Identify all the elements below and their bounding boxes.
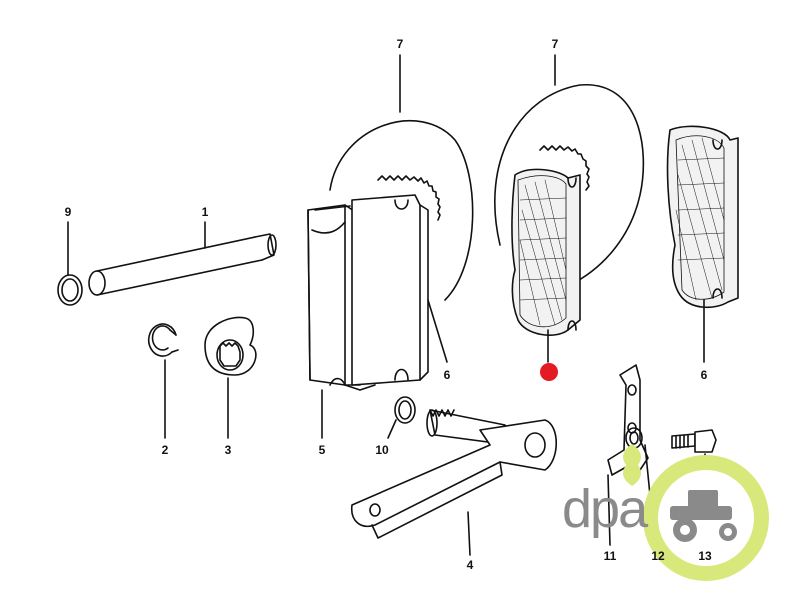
callout-13: 13 <box>698 549 712 563</box>
callout-1: 1 <box>201 205 209 219</box>
part-6-backing-plate-left <box>351 194 448 386</box>
part-6-friction-pad-right <box>666 125 739 363</box>
callout-7-left: 7 <box>396 37 404 51</box>
part-4-lever <box>350 409 557 556</box>
part-2-circlip <box>147 323 179 439</box>
callout-5: 5 <box>318 443 326 457</box>
logo-tractor-wheel-icon <box>643 455 769 581</box>
part-5-pad-block <box>307 204 376 439</box>
part-7-disc-right <box>494 54 645 286</box>
callout-4: 4 <box>466 558 474 572</box>
part-10-washer <box>387 396 416 439</box>
logo-wheat-icon <box>623 444 641 486</box>
callout-12: 12 <box>651 549 665 563</box>
callout-3: 3 <box>224 443 232 457</box>
part-6-friction-pad-center <box>511 168 581 363</box>
highlight-marker <box>540 363 558 381</box>
callout-2: 2 <box>161 443 169 457</box>
part-3-hub <box>204 316 257 439</box>
callout-6-left: 6 <box>443 368 451 382</box>
part-7-disc-left <box>329 54 474 301</box>
part-9-ring <box>57 221 83 306</box>
callout-7-right: 7 <box>551 37 559 51</box>
callout-11: 11 <box>603 549 617 563</box>
logo-text: dpa <box>562 479 648 539</box>
callout-9: 9 <box>64 205 72 219</box>
part-1-shaft <box>88 221 277 296</box>
callout-6-right: 6 <box>700 368 708 382</box>
callout-10: 10 <box>375 443 389 457</box>
